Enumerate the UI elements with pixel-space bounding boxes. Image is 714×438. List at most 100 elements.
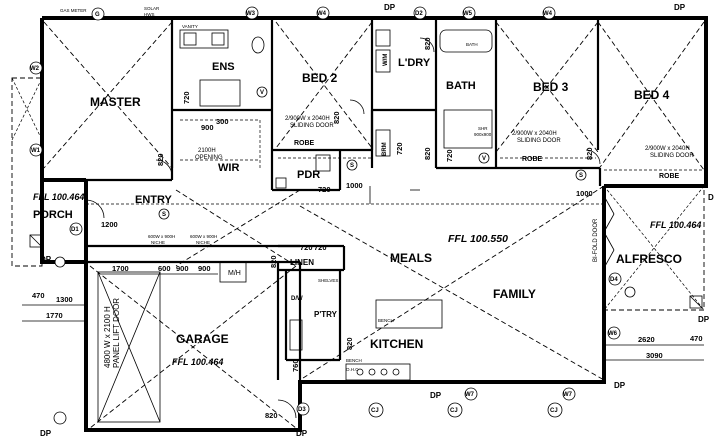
marker-d1: D1 bbox=[71, 227, 79, 233]
dw-label: D/W bbox=[291, 296, 303, 302]
dim-820-garage: 820 bbox=[265, 411, 278, 420]
vanity-label: VANITY bbox=[182, 24, 198, 29]
marker-cj3: CJ bbox=[550, 408, 558, 414]
marker-dp7: DP bbox=[296, 429, 308, 438]
dim-720-bath: 720 bbox=[445, 149, 454, 162]
dim-820-bed2: 820 bbox=[332, 111, 341, 124]
marker-dp2: DP bbox=[674, 3, 686, 12]
shr-label: SHR bbox=[478, 126, 488, 131]
dim-1000-pdr: 1000 bbox=[346, 181, 363, 190]
marker-d4: D4 bbox=[610, 277, 618, 283]
room-ens: ENS bbox=[212, 61, 235, 73]
dim-720-brm: 720 bbox=[395, 142, 404, 155]
marker-dp3: DP bbox=[708, 193, 714, 202]
marker-cj2: CJ bbox=[450, 408, 458, 414]
robe-bed2: ROBE bbox=[294, 140, 315, 147]
bed4-sliding-label: SLIDING DOOR bbox=[650, 153, 694, 159]
marker-dp6: DP bbox=[430, 391, 442, 400]
opening-label: OPENING bbox=[195, 155, 223, 161]
bed3-sliding-size: 2/900W x 2040H bbox=[512, 131, 557, 137]
ffl-main: FFL 100.550 bbox=[448, 233, 508, 245]
dim-720-linen-a: 720 bbox=[300, 243, 313, 252]
marker-w3: W3 bbox=[246, 11, 256, 17]
dim-820-pty: 820 bbox=[345, 337, 354, 350]
dim-720-ens: 720 bbox=[182, 91, 191, 104]
shelves-label: SHELVES bbox=[318, 278, 338, 283]
room-bath: BATH bbox=[446, 80, 476, 92]
room-wir: WIR bbox=[218, 162, 239, 174]
solar-label: SOLAR bbox=[144, 6, 160, 11]
gas-meter-label: GAS METER bbox=[60, 8, 87, 13]
dim-900: 900 bbox=[201, 123, 214, 132]
dim-3090: 3090 bbox=[646, 351, 663, 360]
dim-720-pdr: 720 bbox=[318, 185, 331, 194]
shr-size: 900x900 bbox=[474, 132, 492, 137]
ohc-label: O.H.C bbox=[346, 367, 359, 372]
dim-820-wir: 820 bbox=[156, 153, 165, 166]
niche2-label: NICHE bbox=[196, 240, 210, 245]
dim-820-ldry: 820 bbox=[423, 37, 432, 50]
opening-size: 2100H bbox=[198, 148, 216, 154]
bed3-sliding-label: SLIDING DOOR bbox=[517, 138, 561, 144]
bed4-sliding-size: 2/900W x 2040H bbox=[645, 146, 690, 152]
room-bed4: BED 4 bbox=[634, 88, 670, 102]
niche2: 600W x 900H bbox=[190, 234, 217, 239]
marker-dp9: DP bbox=[40, 255, 52, 264]
marker-w6: W6 bbox=[608, 331, 618, 337]
room-master: MASTER bbox=[90, 95, 141, 109]
niche1-label: NICHE bbox=[151, 240, 165, 245]
dim-820-brm: 820 bbox=[423, 147, 432, 160]
symbol-v-bath: V bbox=[482, 156, 486, 162]
external-walls bbox=[40, 16, 708, 432]
marker-w7b: W7 bbox=[563, 392, 573, 398]
marker-w7a: W7 bbox=[465, 392, 475, 398]
garage-door-type: PANEL LIFT DOOR bbox=[112, 298, 121, 368]
porch-outline bbox=[11, 77, 43, 267]
mh-label: M/H bbox=[228, 270, 241, 277]
marker-w5: W5 bbox=[463, 11, 473, 17]
ffl-garage: FFL 100.464 bbox=[172, 357, 223, 367]
garage-door-size: 4800 W x 2100 H bbox=[103, 306, 112, 368]
ffl-master: FFL 100.464 bbox=[33, 192, 84, 202]
bed2-sliding-label: SLIDING DOOR bbox=[290, 123, 334, 129]
room-kitchen: KITCHEN bbox=[370, 337, 423, 351]
room-entry: ENTRY bbox=[135, 194, 173, 206]
dim-720-linen-b: 720 bbox=[314, 243, 327, 252]
marker-w4b: W4 bbox=[543, 11, 553, 17]
dim-820-linen: 820 bbox=[269, 255, 278, 268]
fixtures bbox=[85, 29, 704, 423]
symbol-v-ens: V bbox=[260, 90, 264, 96]
dim-820-bed3: 820 bbox=[585, 147, 594, 160]
marker-dp1: DP bbox=[384, 3, 396, 12]
bench2-label: BENCH bbox=[346, 358, 362, 363]
robe-bed3: ROBE bbox=[522, 156, 543, 163]
marker-w2: W2 bbox=[30, 66, 40, 72]
dim-900-mh: 900 bbox=[198, 264, 211, 273]
marker-dp5: DP bbox=[614, 381, 626, 390]
dimension-lines bbox=[22, 273, 704, 361]
diagonal-markers bbox=[43, 21, 705, 429]
bifold-door: BI-FOLD DOOR bbox=[593, 218, 599, 262]
marker-dp8: DP bbox=[40, 429, 52, 438]
bench-label: BENCH bbox=[378, 318, 394, 323]
room-family: FAMILY bbox=[493, 287, 536, 301]
symbol-s-bed3: S bbox=[579, 173, 583, 179]
dim-470-l: 470 bbox=[32, 291, 45, 300]
marker-d2: D2 bbox=[415, 11, 423, 17]
marker-dp4: DP bbox=[698, 315, 710, 324]
symbol-s-hall: S bbox=[350, 163, 354, 169]
room-ptry: P'TRY bbox=[314, 310, 338, 319]
dim-300: 300 bbox=[216, 117, 229, 126]
hws-label: HWS bbox=[144, 12, 155, 17]
marker-d3: D3 bbox=[298, 407, 306, 413]
room-ldry: L'DRY bbox=[398, 57, 431, 69]
dim-600: 600 bbox=[158, 264, 171, 273]
dim-1300: 1300 bbox=[56, 295, 73, 304]
room-meals: MEALS bbox=[390, 251, 432, 265]
niche1: 600W x 900H bbox=[148, 234, 175, 239]
robe-bed4: ROBE bbox=[659, 173, 680, 180]
dim-900-g: 900 bbox=[176, 264, 189, 273]
dim-1000-fam: 1000 bbox=[576, 189, 593, 198]
marker-w4: W4 bbox=[317, 11, 327, 17]
